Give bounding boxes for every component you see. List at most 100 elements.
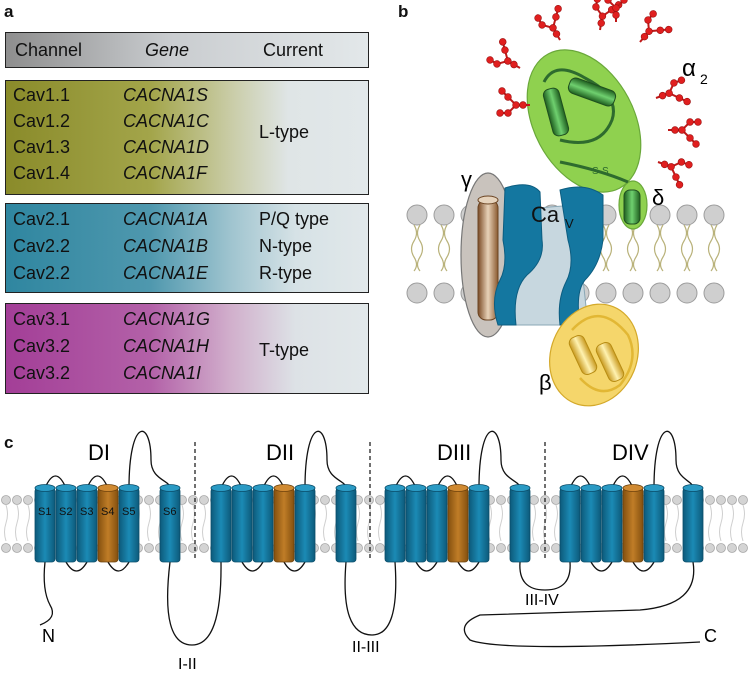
cav1-group: Cav1.1 CACNA1S Cav1.2 CACNA1C Cav1.3 CAC… [5, 80, 369, 195]
current-cell: P/Q type [259, 209, 330, 229]
lipid-head [703, 282, 725, 304]
lipid-head [727, 543, 737, 553]
helix-d1-s1 [34, 484, 56, 563]
c-terminus-tail [463, 561, 701, 648]
lipid-head [375, 495, 385, 505]
segment-label-s5: S5 [122, 506, 135, 518]
beta-helix-2 [595, 341, 625, 383]
intracellular-loop [415, 561, 438, 572]
domain-label-i: DI [88, 440, 110, 465]
helix-d2-s1 [210, 484, 232, 563]
lipid-head [738, 543, 748, 553]
lipid-tail [741, 504, 745, 542]
alpha2-subunit [526, 49, 642, 193]
alpha2-label: α [682, 55, 696, 82]
n-terminus-label: N [42, 626, 55, 646]
lipid-head [364, 495, 374, 505]
helix-d4-s1 [559, 484, 581, 563]
cav3-group: Cav3.1 CACNA1G Cav3.2 CACNA1H Cav3.2 CAC… [5, 303, 369, 394]
pore-loop [128, 430, 171, 489]
channel-complex-diagram: Ca V S-S α 2 δ γ β [406, 0, 725, 407]
lipid-tail [653, 224, 661, 272]
table-row: Cav3.2 CACNA1I [6, 363, 368, 388]
lipid-head [551, 495, 561, 505]
helix-d3-s5 [468, 484, 490, 563]
helix-d1-s6 [159, 484, 181, 563]
lipid-tail [191, 504, 195, 542]
lipid-tail [356, 504, 360, 542]
table-row: Cav1.1 CACNA1S [6, 85, 368, 110]
lipid-tail [26, 504, 30, 542]
lipid-tail [664, 504, 668, 542]
glycan-tree [655, 76, 691, 106]
lipid-tail [180, 504, 184, 542]
helix-d1-s5 [118, 484, 140, 563]
table-row: Cav2.1 CACNA1A P/Q type [6, 209, 368, 234]
lipid-head [188, 543, 198, 553]
lipid-tail [15, 504, 19, 542]
helix-d1-s2 [55, 484, 77, 563]
current-cell: N-type [259, 236, 313, 256]
lipid-head [406, 204, 428, 226]
lipid-head [406, 282, 428, 304]
lipid-tail [378, 504, 382, 542]
intracellular-loop [65, 561, 88, 572]
helix-d3-s4 [447, 484, 469, 563]
linker-ii-iii [344, 561, 397, 636]
glycan-tree [668, 118, 702, 148]
lipid-tail [202, 504, 206, 542]
lipid-tail [707, 224, 715, 272]
gene-cell: CACNA1G [123, 309, 211, 329]
lipid-head [199, 495, 209, 505]
lipid-tail [532, 504, 536, 542]
domain-label-iv: DIV [612, 440, 649, 465]
lipid-tail [675, 504, 679, 542]
helix-d2-s6 [335, 484, 357, 563]
lipid-head [144, 495, 154, 505]
lipid-head [1, 495, 11, 505]
channel-cell: Cav3.2 [13, 363, 71, 383]
lipid-head [622, 282, 644, 304]
header-current: Current [263, 40, 324, 60]
lipid-tail [680, 224, 688, 272]
n-terminus-tail [39, 561, 54, 626]
gene-cell: CACNA1B [123, 236, 209, 256]
helix-d4-s5 [643, 484, 665, 563]
lipid-tail [554, 504, 558, 542]
table-row: Cav3.1 CACNA1G [6, 309, 368, 334]
helix-d1-s4 [97, 484, 119, 563]
channel-cell: Cav3.2 [13, 336, 71, 356]
lipid-head [1, 543, 11, 553]
lipid-tail [713, 224, 721, 272]
helix-d2-s2 [231, 484, 253, 563]
lipid-tail [4, 504, 8, 542]
lipid-head [433, 204, 455, 226]
glycan-tree [496, 87, 530, 117]
helix-d4-s3 [601, 484, 623, 563]
cav-label: Ca [531, 202, 560, 227]
lipid-head [705, 543, 715, 553]
lipid-tail [367, 504, 371, 542]
lipid-head [320, 495, 330, 505]
lipid-head [199, 543, 209, 553]
intracellular-loop [457, 561, 480, 572]
cav-left-half [494, 184, 543, 326]
helix-d4-s2 [580, 484, 602, 563]
lipid-tail [416, 224, 424, 272]
lipid-head [703, 204, 725, 226]
glycan-tree [534, 5, 562, 41]
lipid-head [188, 495, 198, 505]
lipid-tail [708, 504, 712, 542]
current-cell: R-type [259, 263, 313, 283]
panel-b-label: b [398, 2, 409, 21]
channel-cell: Cav2.2 [13, 236, 71, 256]
current-cell: T-type [259, 340, 310, 360]
delta-helix [623, 189, 641, 225]
lipid-head [144, 543, 154, 553]
segment-label-s3: S3 [80, 506, 93, 518]
alpha2-helix-1 [542, 87, 570, 137]
helix-d2-s4 [273, 484, 295, 563]
lipid-head [23, 495, 33, 505]
helix-d3-s3 [426, 484, 448, 563]
helix-d3-s1 [384, 484, 406, 563]
